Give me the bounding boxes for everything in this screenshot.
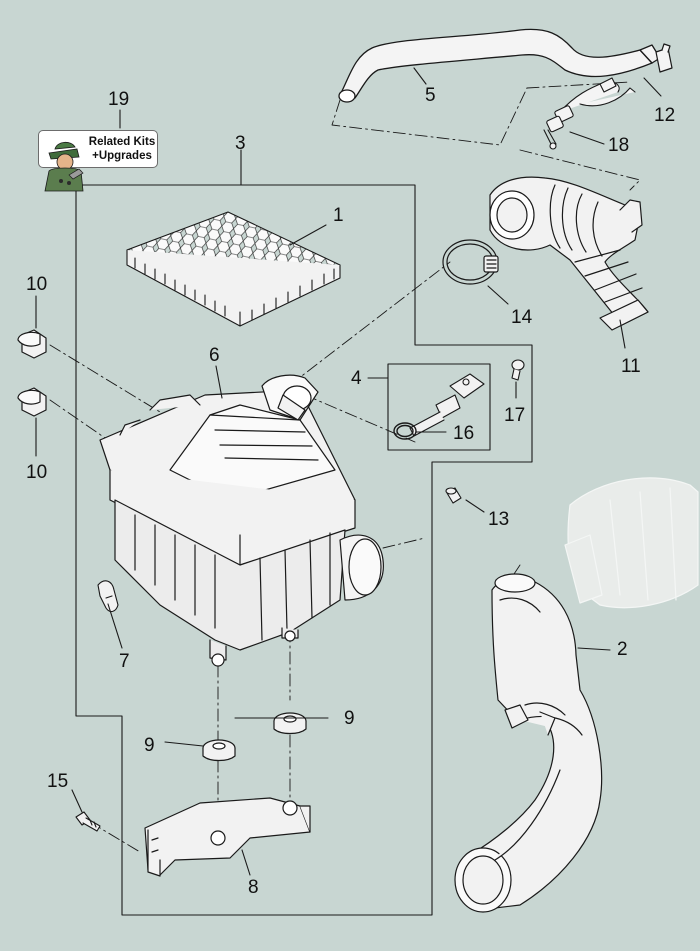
badge-line-2: +Upgrades [92,150,152,162]
callout-5: 5 [425,85,436,106]
o-ring-16 [393,422,417,440]
hose-clip [655,43,673,73]
callout-16: 16 [453,423,475,444]
callout-15: 15 [47,771,69,792]
ghost-resonator [564,477,699,609]
callout-11: 11 [621,356,641,377]
callout-6: 6 [209,345,220,366]
plug-13 [445,487,462,504]
assembly-outline [75,184,533,916]
callout-18: 18 [608,135,630,156]
grommets-9 [202,712,307,762]
callout-19: 19 [108,89,130,110]
mounting-bracket-8 [144,797,311,877]
airbox-lid [99,374,356,566]
outlet-duct-2 [454,573,603,913]
leader-lines [35,67,662,876]
screw-17 [511,359,525,381]
callout-10-bottom: 10 [26,462,48,483]
callout-9-left: 9 [144,735,155,756]
mechanic-icon [44,141,84,192]
sensor-kit-outline [387,363,491,451]
callout-10-top: 10 [26,274,48,295]
callout-17: 17 [504,405,526,426]
callout-13: 13 [488,509,510,530]
callout-14: 14 [511,307,533,328]
callout-4: 4 [351,368,362,389]
callout-8: 8 [248,877,259,898]
airbox-body [114,499,384,667]
callout-3: 3 [235,133,246,154]
related-kits-badge[interactable]: Related Kits +Upgrades [38,130,159,192]
intake-bellows [489,176,649,331]
bolt-15 [75,811,101,832]
callout-1: 1 [333,205,344,226]
callout-9-right: 9 [344,708,355,729]
maf-sensor [409,373,485,437]
callout-2: 2 [617,639,628,660]
badge-line-1: Related Kits [88,136,156,148]
callout-12: 12 [654,105,676,126]
retaining-clip-7 [97,580,119,613]
hose-clamp [442,239,499,285]
badge-label: Related Kits +Upgrades [85,135,159,163]
air-filter [126,211,341,327]
dashed-leader-lines [49,81,641,901]
temp-sensor [543,77,636,150]
grommets-10 [17,329,47,417]
breather-hose [338,28,661,103]
callout-7: 7 [119,651,130,672]
